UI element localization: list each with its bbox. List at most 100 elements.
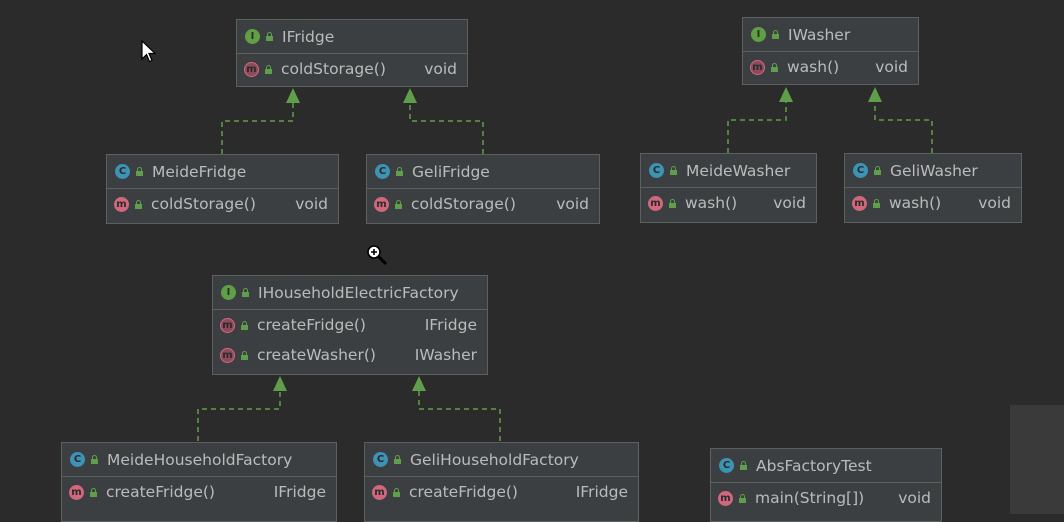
node-header: C GeliFridge (367, 155, 599, 189)
method-icon: m (114, 196, 129, 212)
class-icon: C (115, 164, 130, 179)
class-icon: C (373, 452, 388, 467)
method-row[interactable]: m coldStorage() void (107, 189, 338, 219)
method-return-type: void (424, 60, 457, 78)
node-ihouseholdelectricfactory[interactable]: I IHouseholdElectricFactory m createFrid… (212, 275, 488, 375)
node-title: IWasher (788, 25, 851, 44)
method-row[interactable]: m createWasher() IWasher (213, 340, 487, 370)
interface-icon: I (245, 29, 260, 44)
runnable-class-icon: C (719, 458, 734, 473)
public-lock-icon (392, 487, 401, 497)
method-name: coldStorage() (411, 195, 516, 213)
zoom-in-icon (367, 245, 388, 266)
class-icon: C (70, 452, 85, 467)
method-return-type: void (295, 195, 328, 213)
method-return-type: void (978, 194, 1011, 212)
public-lock-icon (264, 64, 273, 74)
node-header: C MeideFridge (107, 155, 338, 189)
public-lock-icon (240, 350, 249, 360)
public-lock-icon (669, 166, 678, 175)
method-name: createFridge() (106, 483, 215, 501)
edge-geliwasher-iwasher (874, 101, 933, 153)
method-row[interactable]: m createFridge() IFridge (365, 477, 638, 507)
method-return-type: void (898, 489, 931, 507)
mouse-cursor-icon (141, 40, 157, 63)
edge-meidefridge-ifridge (221, 102, 294, 154)
node-absfactorytest[interactable]: C AbsFactoryTest m main(String[]) void (710, 448, 942, 522)
method-name: coldStorage() (151, 195, 256, 213)
node-title: AbsFactoryTest (756, 456, 872, 475)
method-return-type: void (773, 194, 806, 212)
node-meidewasher[interactable]: C MeideWasher m wash() void (640, 153, 817, 223)
method-name: createFridge() (257, 316, 366, 334)
arrowhead-iwasher-right (868, 87, 882, 102)
method-return-type: IFridge (424, 316, 477, 334)
public-lock-icon (668, 198, 677, 208)
node-gelifridge[interactable]: C GeliFridge m coldStorage() void (366, 154, 600, 224)
public-lock-icon (135, 167, 144, 176)
node-title: IHouseholdElectricFactory (258, 283, 459, 302)
node-meidefridge[interactable]: C MeideFridge m coldStorage() void (106, 154, 339, 224)
class-icon: C (375, 164, 390, 179)
method-name: wash() (685, 194, 738, 212)
method-row[interactable]: m wash() void (743, 52, 918, 82)
method-return-type: void (875, 58, 908, 76)
arrowhead-ifridge-left (286, 88, 300, 103)
node-title: GeliHouseholdFactory (410, 450, 579, 469)
method-icon: m (648, 195, 663, 211)
arrowhead-ifridge-right (403, 88, 417, 103)
edge-meidefactory-ihousehold (197, 390, 281, 441)
method-row[interactable]: m wash() void (845, 188, 1021, 218)
method-return-type: void (556, 195, 589, 213)
method-row[interactable]: m createFridge() IFridge (213, 310, 487, 340)
method-row[interactable]: m wash() void (641, 188, 816, 218)
node-header: C GeliWasher (845, 154, 1021, 188)
public-lock-icon (873, 166, 882, 175)
public-lock-icon (240, 320, 249, 330)
public-lock-icon (872, 198, 881, 208)
method-name: wash() (889, 194, 942, 212)
class-icon: C (853, 163, 868, 178)
method-return-type: IFridge (575, 483, 628, 501)
node-iwasher[interactable]: I IWasher m wash() void (742, 17, 919, 85)
class-icon: C (649, 163, 664, 178)
node-title: IFridge (282, 27, 335, 46)
method-row[interactable]: m coldStorage() void (367, 189, 599, 219)
arrowhead-ihousehold-right (412, 376, 426, 391)
arrowhead-ihousehold-left (273, 376, 287, 391)
node-title: MeideWasher (686, 161, 791, 180)
method-icon: m (372, 484, 387, 500)
public-lock-icon (241, 288, 250, 297)
method-icon: m (718, 490, 733, 506)
node-geliwasher[interactable]: C GeliWasher m wash() void (844, 153, 1022, 223)
method-row[interactable]: m createFridge() IFridge (62, 477, 336, 507)
method-icon: m (374, 196, 389, 212)
method-return-type: IFridge (273, 483, 326, 501)
public-lock-icon (394, 199, 403, 209)
abstract-method-icon: m (220, 317, 235, 333)
node-title: MeideFridge (152, 162, 247, 181)
public-lock-icon (738, 493, 747, 503)
public-lock-icon (770, 62, 779, 72)
method-name: wash() (787, 58, 840, 76)
node-title: MeideHouseholdFactory (107, 450, 293, 469)
interface-icon: I (221, 285, 236, 300)
method-row[interactable]: m main(String[]) void (711, 483, 941, 513)
node-ifridge[interactable]: I IFridge m coldStorage() void (236, 19, 468, 87)
interface-icon: I (751, 27, 766, 42)
public-lock-icon (134, 199, 143, 209)
node-gelihouseholdfactory[interactable]: C GeliHouseholdFactory m createFridge() … (364, 442, 639, 522)
method-icon: m (852, 195, 867, 211)
method-icon: m (69, 484, 84, 500)
node-header: I IFridge (237, 20, 467, 54)
side-panel-strip (1010, 405, 1064, 514)
method-row[interactable]: m coldStorage() void (237, 54, 467, 84)
edge-meidewasher-iwasher (727, 101, 787, 153)
node-header: C AbsFactoryTest (711, 449, 941, 483)
arrowhead-iwasher-left (779, 87, 793, 102)
node-meidehouseholdfactory[interactable]: C MeideHouseholdFactory m createFridge()… (61, 442, 337, 522)
abstract-method-icon: m (244, 61, 259, 77)
node-header: I IWasher (743, 18, 918, 52)
node-header: C MeideWasher (641, 154, 816, 188)
